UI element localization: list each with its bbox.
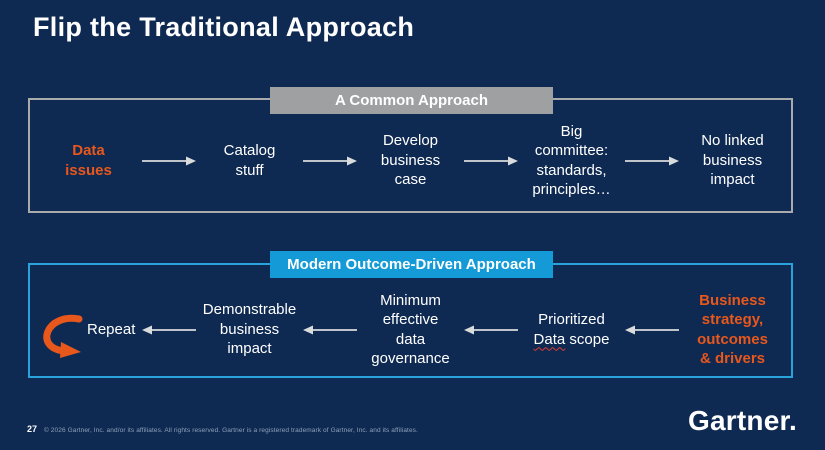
copyright-text: © 2026 Gartner, Inc. and/or its affiliat… [44, 427, 418, 434]
slide-title: Flip the Traditional Approach [33, 12, 415, 42]
common-approach-flow: Data issues Catalog stuff Develop busine… [30, 100, 791, 211]
flow-step-no-linked-impact: No linked business impact [701, 132, 764, 189]
prioritized-line2-rest: scope [565, 330, 610, 348]
left-arrow-icon [463, 324, 519, 336]
modern-approach-flow: Repeat Demonstrable business impact Mini… [30, 265, 791, 376]
right-arrow-icon [624, 155, 680, 167]
left-arrow-icon [624, 324, 680, 336]
right-arrow-icon [141, 155, 197, 167]
repeat-arrow-icon [32, 310, 84, 363]
prioritized-line1: Prioritized [538, 311, 605, 328]
common-approach-header: A Common Approach [270, 87, 553, 114]
modern-approach-header: Modern Outcome-Driven Approach [270, 251, 553, 278]
right-arrow-icon [302, 155, 358, 167]
flow-step-demonstrable-impact: Demonstrable business impact [202, 301, 297, 358]
left-arrow-icon [302, 324, 358, 336]
modern-approach-box: Repeat Demonstrable business impact Mini… [28, 263, 793, 378]
flow-step-develop-business-case: Develop business case [380, 132, 441, 189]
slide-footer: 27 © 2026 Gartner, Inc. and/or its affil… [27, 424, 418, 434]
gartner-logo: Gartner. [688, 405, 797, 436]
flow-step-business-strategy: Business strategy, outcomes & drivers [697, 291, 768, 368]
misspelled-word: Data [533, 330, 566, 348]
right-arrow-icon [463, 155, 519, 167]
flow-step-big-committee: Big committee: standards, principles… [532, 122, 611, 199]
flow-step-minimum-effective-governance: Minimum effective data governance [371, 291, 450, 368]
flow-step-catalog-stuff: Catalog stuff [223, 142, 276, 179]
flow-step-repeat-label: Repeat [87, 321, 136, 338]
common-approach-box: Data issues Catalog stuff Develop busine… [28, 98, 793, 213]
flow-step-data-issues: Data issues [65, 142, 112, 179]
left-arrow-icon [141, 324, 197, 336]
page-number: 27 [27, 424, 38, 434]
flow-step-repeat: Repeat [36, 296, 141, 363]
